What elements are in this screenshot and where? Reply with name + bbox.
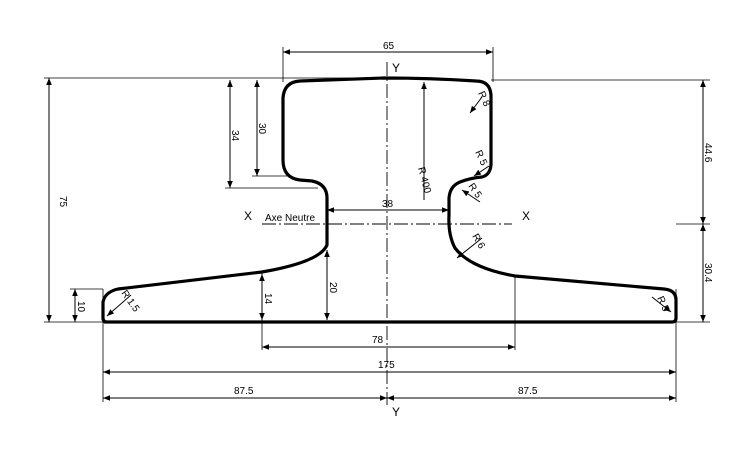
- y-axis-label-bottom: Y: [392, 405, 400, 419]
- y-axis-label-top: Y: [392, 61, 400, 75]
- radius-r5-web: R 5: [466, 181, 484, 200]
- dim-87-5-right: 87.5: [518, 386, 538, 397]
- radius-r6-web: R 6: [469, 232, 487, 251]
- dim-30: 30: [256, 123, 267, 135]
- radius-r400: R 400: [415, 166, 433, 195]
- dim-10: 10: [75, 301, 86, 313]
- dim-38: 38: [382, 199, 394, 210]
- dim-34: 34: [229, 130, 240, 142]
- radius-r1-5-foot: R 1.5: [119, 288, 142, 314]
- dim-78: 78: [372, 335, 384, 346]
- dim-30-4: 30.4: [702, 263, 713, 283]
- rail-profile-outline: [101, 76, 678, 324]
- dim-175: 175: [378, 360, 395, 371]
- dim-87-5-left: 87.5: [234, 386, 254, 397]
- x-axis-label-left: X: [244, 209, 252, 223]
- dim-20: 20: [327, 282, 338, 294]
- neutral-axis-label: Axe Neutre: [265, 213, 315, 224]
- dim-65: 65: [383, 41, 395, 52]
- x-axis-label-right: X: [522, 209, 530, 223]
- dim-14: 14: [262, 293, 273, 305]
- dim-75: 75: [57, 196, 68, 208]
- dim-44-6: 44.6: [702, 143, 713, 163]
- radius-r5-head-under: R 5: [472, 149, 489, 168]
- radius-r5-foot: R 5: [654, 295, 671, 314]
